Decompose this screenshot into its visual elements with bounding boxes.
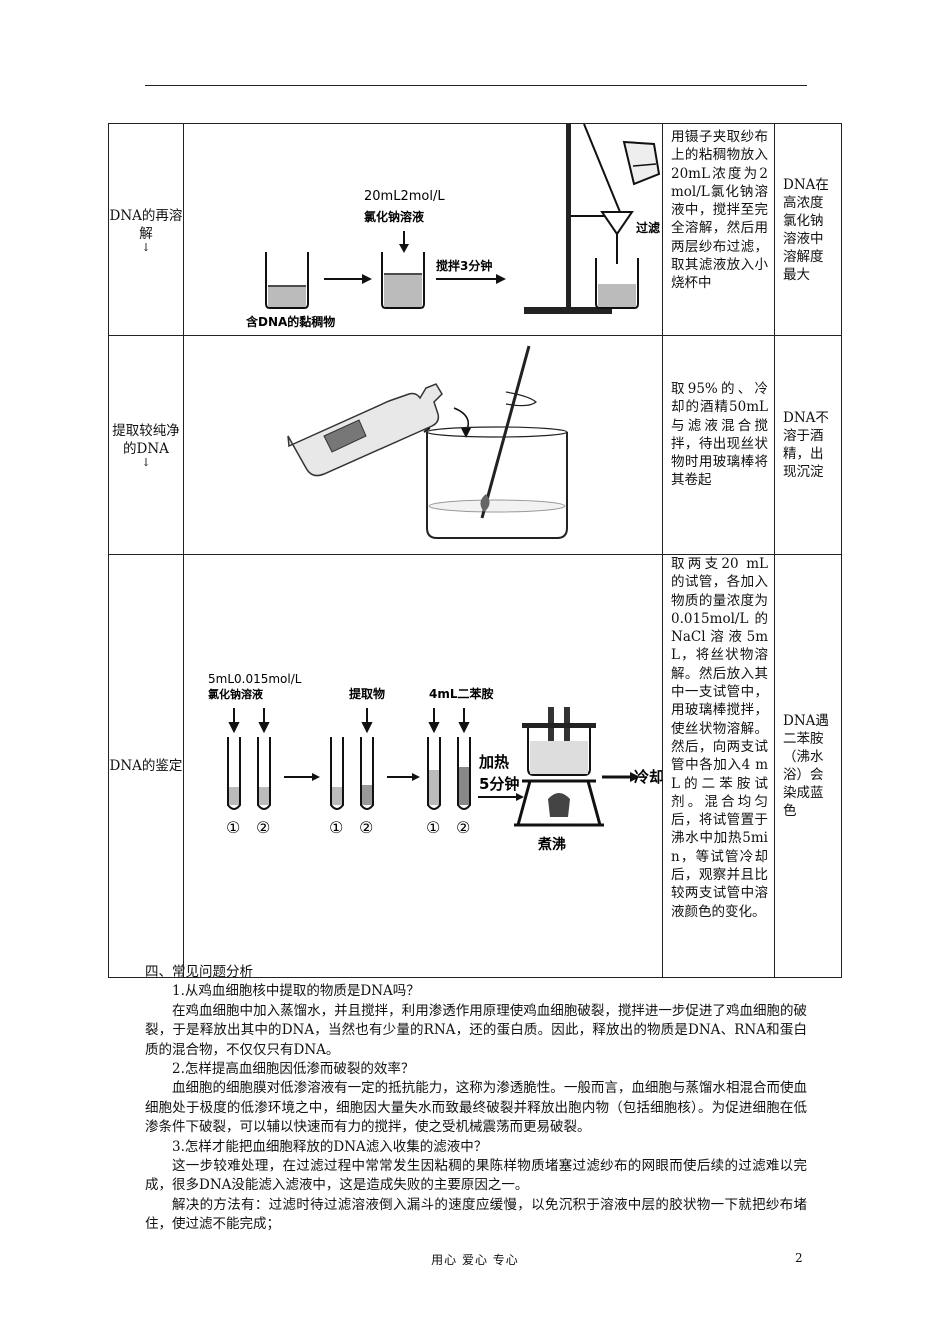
beaker-icon bbox=[381, 252, 425, 309]
tube-number-label: ② bbox=[456, 818, 470, 837]
tube-number-label: ① bbox=[329, 818, 343, 837]
question-1: 1.从鸡血细胞核中提取的物质是DNA吗？ bbox=[172, 983, 420, 1000]
stir-label: 搅拌3分钟 bbox=[436, 258, 492, 273]
down-arrow-icon: ↓ bbox=[141, 456, 151, 469]
mixture-label: 含DNA的黏稠物 bbox=[246, 314, 335, 329]
operation-text: 取95%的、冷却的酒精50mL与滤液混合搅拌，待出现丝状物时用玻璃棒将其卷起 bbox=[662, 335, 775, 555]
reason-text: DNA遇二苯胺（沸水浴）会染成蓝色 bbox=[774, 554, 842, 978]
down-arrow-icon: ↓ bbox=[141, 240, 151, 254]
water-bath-icon bbox=[514, 707, 604, 827]
heat-time-label: 5分钟 bbox=[479, 775, 519, 793]
answer-3: 这一步较难处理，在过滤过程中常常发生因粘稠的果陈样物质堵塞过滤纱布的网眼而使后续… bbox=[145, 1158, 807, 1194]
figure-identification: 5mL0.015mol/L 氯化钠溶液 提取物 4mL二苯胺 bbox=[183, 554, 663, 978]
arrow-icon bbox=[312, 773, 320, 781]
extract-label: 提取物 bbox=[349, 686, 385, 701]
step-cell: DNA的再溶解 ↓ bbox=[108, 123, 184, 336]
test-tube-icon bbox=[330, 737, 374, 810]
step-label: DNA的鉴定 bbox=[109, 758, 183, 774]
identification-illustration: 5mL0.015mol/L 氯化钠溶液 提取物 4mL二苯胺 bbox=[208, 672, 663, 853]
solution-name-label: 氯化钠溶液 bbox=[364, 209, 424, 224]
step-cell: 提取较纯净的DNA ↓ bbox=[108, 335, 184, 555]
test-tube-icon bbox=[227, 737, 271, 810]
boil-label: 煮沸 bbox=[537, 836, 566, 853]
step-label: 提取较纯净的DNA bbox=[112, 423, 180, 457]
arrow-icon bbox=[362, 274, 372, 284]
test-tube-icon bbox=[427, 737, 471, 810]
arrow-icon bbox=[630, 772, 640, 782]
tube-number-label: ② bbox=[256, 818, 270, 837]
dpa-label: 4mL二苯胺 bbox=[429, 686, 494, 701]
glass-beaker-icon bbox=[423, 426, 568, 539]
tube-number-label: ① bbox=[426, 818, 440, 837]
question-2: 2.怎样提高血细胞因低渗而破裂的效率？ bbox=[172, 1061, 415, 1078]
footer-motto: 用心 爱心 专心 bbox=[431, 1253, 519, 1267]
nacl-label: 5mL0.015mol/L bbox=[208, 672, 302, 686]
reason-text: DNA在高浓度氯化钠溶液中溶解度最大 bbox=[774, 123, 842, 336]
cool-label: 冷却 bbox=[634, 768, 663, 786]
arrow-icon bbox=[412, 773, 420, 781]
header-rule bbox=[145, 85, 807, 86]
arrow-icon bbox=[496, 274, 506, 284]
glass-rod-icon bbox=[480, 345, 537, 519]
operation-text: 取两支20 mL的试管，各加入物质的量浓度为0.015mol/L的NaCl溶液5… bbox=[662, 554, 775, 978]
beaker-icon bbox=[265, 252, 309, 309]
reason-text: DNA不溶于酒精，出现沉淀 bbox=[774, 335, 842, 555]
step-label: DNA的再溶解 bbox=[109, 207, 183, 242]
redissolve-illustration: 20mL2mol/L 氯化钠溶液 搅拌3分钟 bbox=[246, 124, 661, 329]
table-row: DNA的再溶解 ↓ 20m bbox=[108, 123, 842, 336]
question-3: 3.怎样才能把血细胞释放的DNA滤入收集的滤液中？ bbox=[172, 1138, 488, 1155]
answer-2: 血细胞的细胞膜对低渗溶液有一定的抵抗能力，这称为渗透脆性。一般而言，血细胞与蒸馏… bbox=[145, 1080, 807, 1136]
tube-number-label: ① bbox=[226, 818, 240, 837]
table-row: DNA的鉴定 5mL0.015mol/L 氯化钠溶液 提取物 4mL二苯胺 bbox=[108, 554, 842, 978]
answer-3-solution: 解决的方法有：过滤时待过滤溶液倒入漏斗的速度应缓慢，以免沉积于溶液中层的胶状物一… bbox=[145, 1196, 807, 1233]
filter-stand-icon bbox=[524, 124, 661, 314]
alcohol-bottle-icon bbox=[287, 383, 443, 477]
figure-redissolve: 20mL2mol/L 氯化钠溶液 搅拌3分钟 bbox=[183, 123, 663, 336]
section-title: 四、常见问题分析 bbox=[145, 964, 253, 980]
common-problems-section: 四、常见问题分析 1.从鸡血细胞核中提取的物质是DNA吗？ 在鸡血细胞中加入蒸馏… bbox=[145, 963, 807, 1235]
step-cell: DNA的鉴定 bbox=[108, 554, 184, 978]
arrow-icon bbox=[516, 793, 524, 801]
tube-number-label: ② bbox=[359, 818, 373, 837]
figure-precipitate bbox=[183, 335, 663, 555]
procedure-table: DNA的再溶解 ↓ 20m bbox=[108, 123, 842, 978]
precipitate-illustration bbox=[287, 345, 568, 539]
table-row: 提取较纯净的DNA ↓ bbox=[108, 335, 842, 555]
page-number: 2 bbox=[795, 1251, 803, 1265]
nacl-name-label: 氯化钠溶液 bbox=[208, 687, 264, 701]
solution-label: 20mL2mol/L bbox=[364, 189, 445, 204]
operation-text: 用镊子夹取纱布上的粘稠物放入20mL浓度为2mol/L氯化钠溶液中，搅拌至完全溶… bbox=[662, 123, 775, 336]
heat-label: 加热 bbox=[478, 753, 509, 771]
filter-label: 过滤 bbox=[636, 220, 660, 235]
answer-1: 在鸡血细胞中加入蒸馏水，并且搅拌，利用渗透作用原理使鸡血细胞破裂，搅拌进一步促进… bbox=[145, 1002, 807, 1058]
